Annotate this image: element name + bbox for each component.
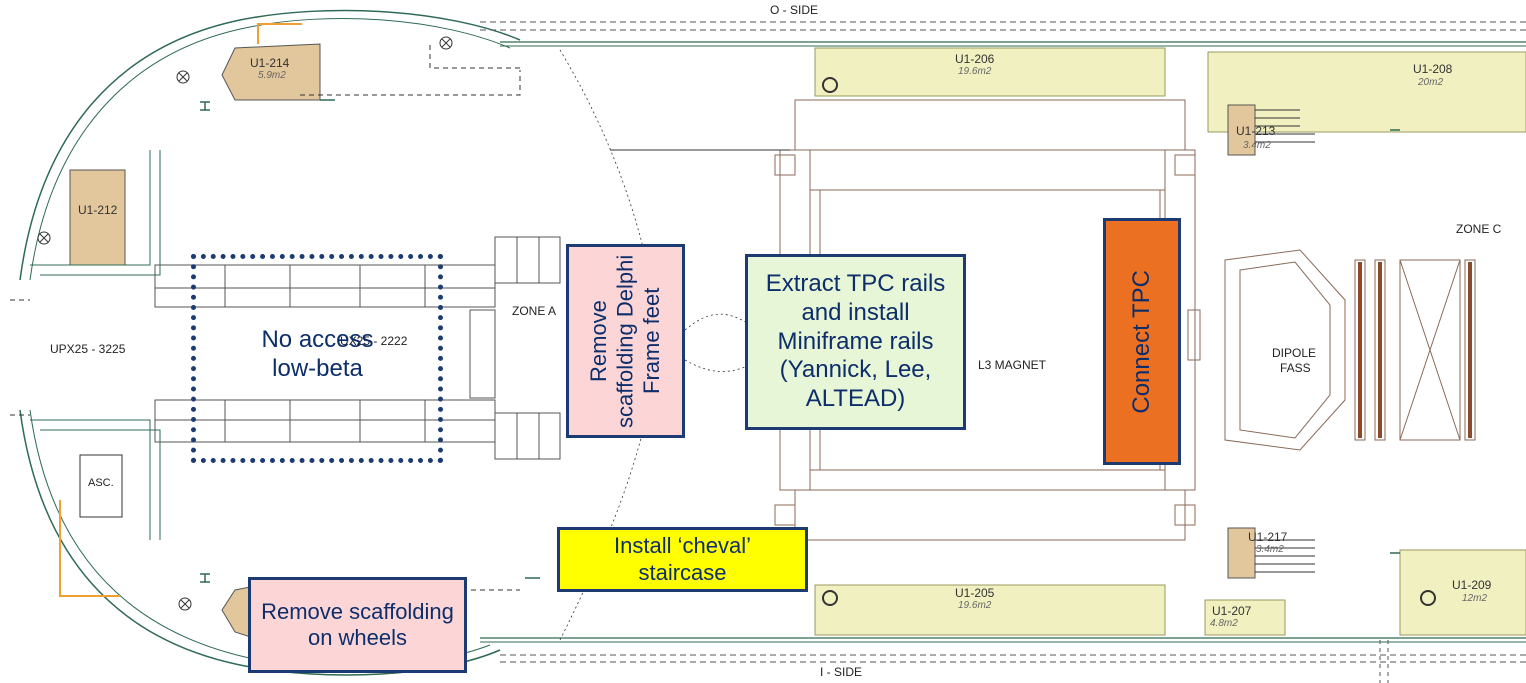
no-access-text: No access low-beta	[200, 320, 435, 390]
room-213-name: U1-213	[1236, 124, 1276, 138]
no-access-zone	[191, 254, 443, 463]
room-208-name: U1-208	[1413, 62, 1453, 76]
connect-tpc-box: Connect TPC	[1103, 218, 1181, 465]
room-u1-207	[1204, 599, 1286, 636]
cavern-outer-arc	[19, 9, 521, 281]
remove-wheels-label: Remove scaffolding on wheels	[261, 598, 454, 650]
install-cheval-label: Install ‘cheval’ staircase	[614, 533, 751, 585]
i-side-label: I - SIDE	[820, 665, 863, 679]
room-208-area: 20m2	[1418, 77, 1444, 88]
connect-tpc-label: Connect TPC	[1127, 269, 1155, 414]
stair-u1-214	[221, 43, 321, 101]
ux-label: UX25 - 2222	[340, 334, 408, 348]
stair-u1-217	[1227, 527, 1256, 579]
room-205-name: U1-205	[955, 586, 995, 600]
room-u1-209	[1399, 549, 1526, 636]
extract-tpc-box: Extract TPC rails and install Miniframe …	[745, 254, 966, 430]
room-207-area: 4.8m2	[1210, 618, 1238, 629]
fass-label: FASS	[1280, 361, 1311, 375]
zone-c-label: ZONE C	[1456, 222, 1502, 236]
asc-label: ASC.	[88, 477, 114, 489]
cavern-inner-arc	[29, 17, 511, 281]
room-217-area: 3.4m2	[1256, 544, 1284, 555]
no-access-label: No access low-beta	[261, 326, 374, 382]
room-u1-208	[1207, 51, 1526, 133]
install-cheval-box: Install ‘cheval’ staircase	[557, 527, 808, 592]
dipole-label: DIPOLE	[1272, 346, 1317, 360]
upx-label: UPX25 - 3225	[50, 342, 126, 356]
room-u1-205	[814, 584, 1166, 636]
room-217-name: U1-217	[1248, 530, 1288, 544]
room-209-name: U1-209	[1452, 578, 1492, 592]
room-213-area: 3.4m2	[1243, 140, 1271, 151]
room-214-area: 5.9m2	[258, 70, 286, 81]
stair-u1-212	[69, 169, 126, 266]
room-212-name: U1-212	[78, 203, 118, 217]
stair-u1-213	[1227, 104, 1256, 156]
room-209-area: 12m2	[1462, 593, 1488, 604]
room-206-area: 19.6m2	[958, 66, 992, 77]
o-side-label: O - SIDE	[770, 3, 819, 17]
magnet-label: L3 MAGNET	[978, 358, 1047, 372]
remove-delphi-feet-label: Remove scaffolding Delphi Frame feet	[585, 254, 664, 428]
remove-wheels-box: Remove scaffolding on wheels	[248, 577, 467, 673]
remove-delphi-feet-box: Remove scaffolding Delphi Frame feet	[566, 244, 685, 438]
room-207-name: U1-207	[1212, 604, 1252, 618]
zone-a-label: ZONE A	[512, 304, 557, 318]
room-206-name: U1-206	[955, 52, 995, 66]
room-u1-206	[814, 47, 1166, 97]
room-214-name: U1-214	[250, 56, 290, 70]
extract-tpc-label: Extract TPC rails and install Miniframe …	[765, 270, 946, 413]
room-205-area: 19.6m2	[958, 600, 992, 611]
